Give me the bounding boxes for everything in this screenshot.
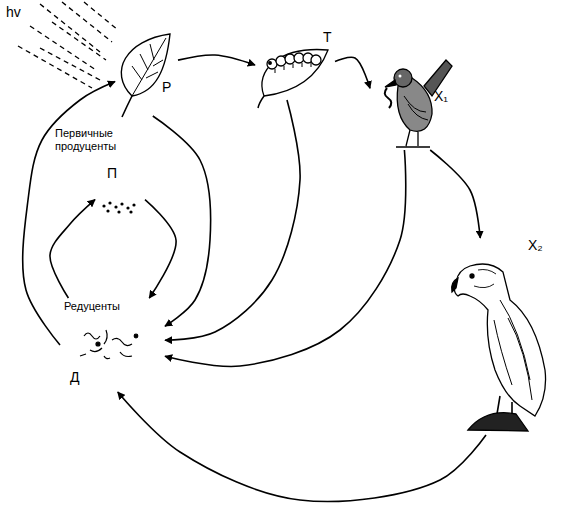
flow-arrow (165, 150, 406, 366)
flow-arrow (430, 150, 480, 238)
nutrient-dots (102, 201, 135, 213)
flow-arrow (118, 392, 486, 501)
group-name: Редуценты (64, 300, 120, 312)
consumer-bird: Х₁ (370, 55, 456, 150)
consumer-eagle: Х₂ (440, 238, 555, 435)
flow-arrow (50, 200, 95, 298)
bird (385, 60, 452, 147)
trophic-letter: Д (70, 370, 79, 385)
light-rays (18, 2, 118, 88)
flow-arrow (335, 57, 370, 88)
flow-arrow (153, 116, 211, 326)
trophic-letter: Х₂ (528, 238, 543, 253)
reducers-group: РедуцентыД (60, 298, 165, 392)
nutrients: П (95, 166, 145, 222)
trophic-letter: Т (323, 30, 332, 45)
group-label: Первичные продуценты (55, 127, 137, 152)
producer-leaf: Р (115, 30, 178, 116)
trophic-letter: Х₁ (434, 89, 448, 104)
flow-arrow (178, 55, 255, 65)
light-label: hv (6, 4, 21, 20)
eagle (452, 264, 546, 431)
trophic-letter: Р (162, 80, 171, 95)
caterpillar-on-leaf (258, 50, 328, 108)
reducer-microbes (80, 330, 138, 359)
trophic-letter: П (107, 166, 117, 181)
consumer-caterpillar: Т (255, 30, 335, 100)
flow-arrow (165, 100, 300, 340)
flow-arrow (145, 200, 176, 298)
leaf (121, 34, 170, 117)
